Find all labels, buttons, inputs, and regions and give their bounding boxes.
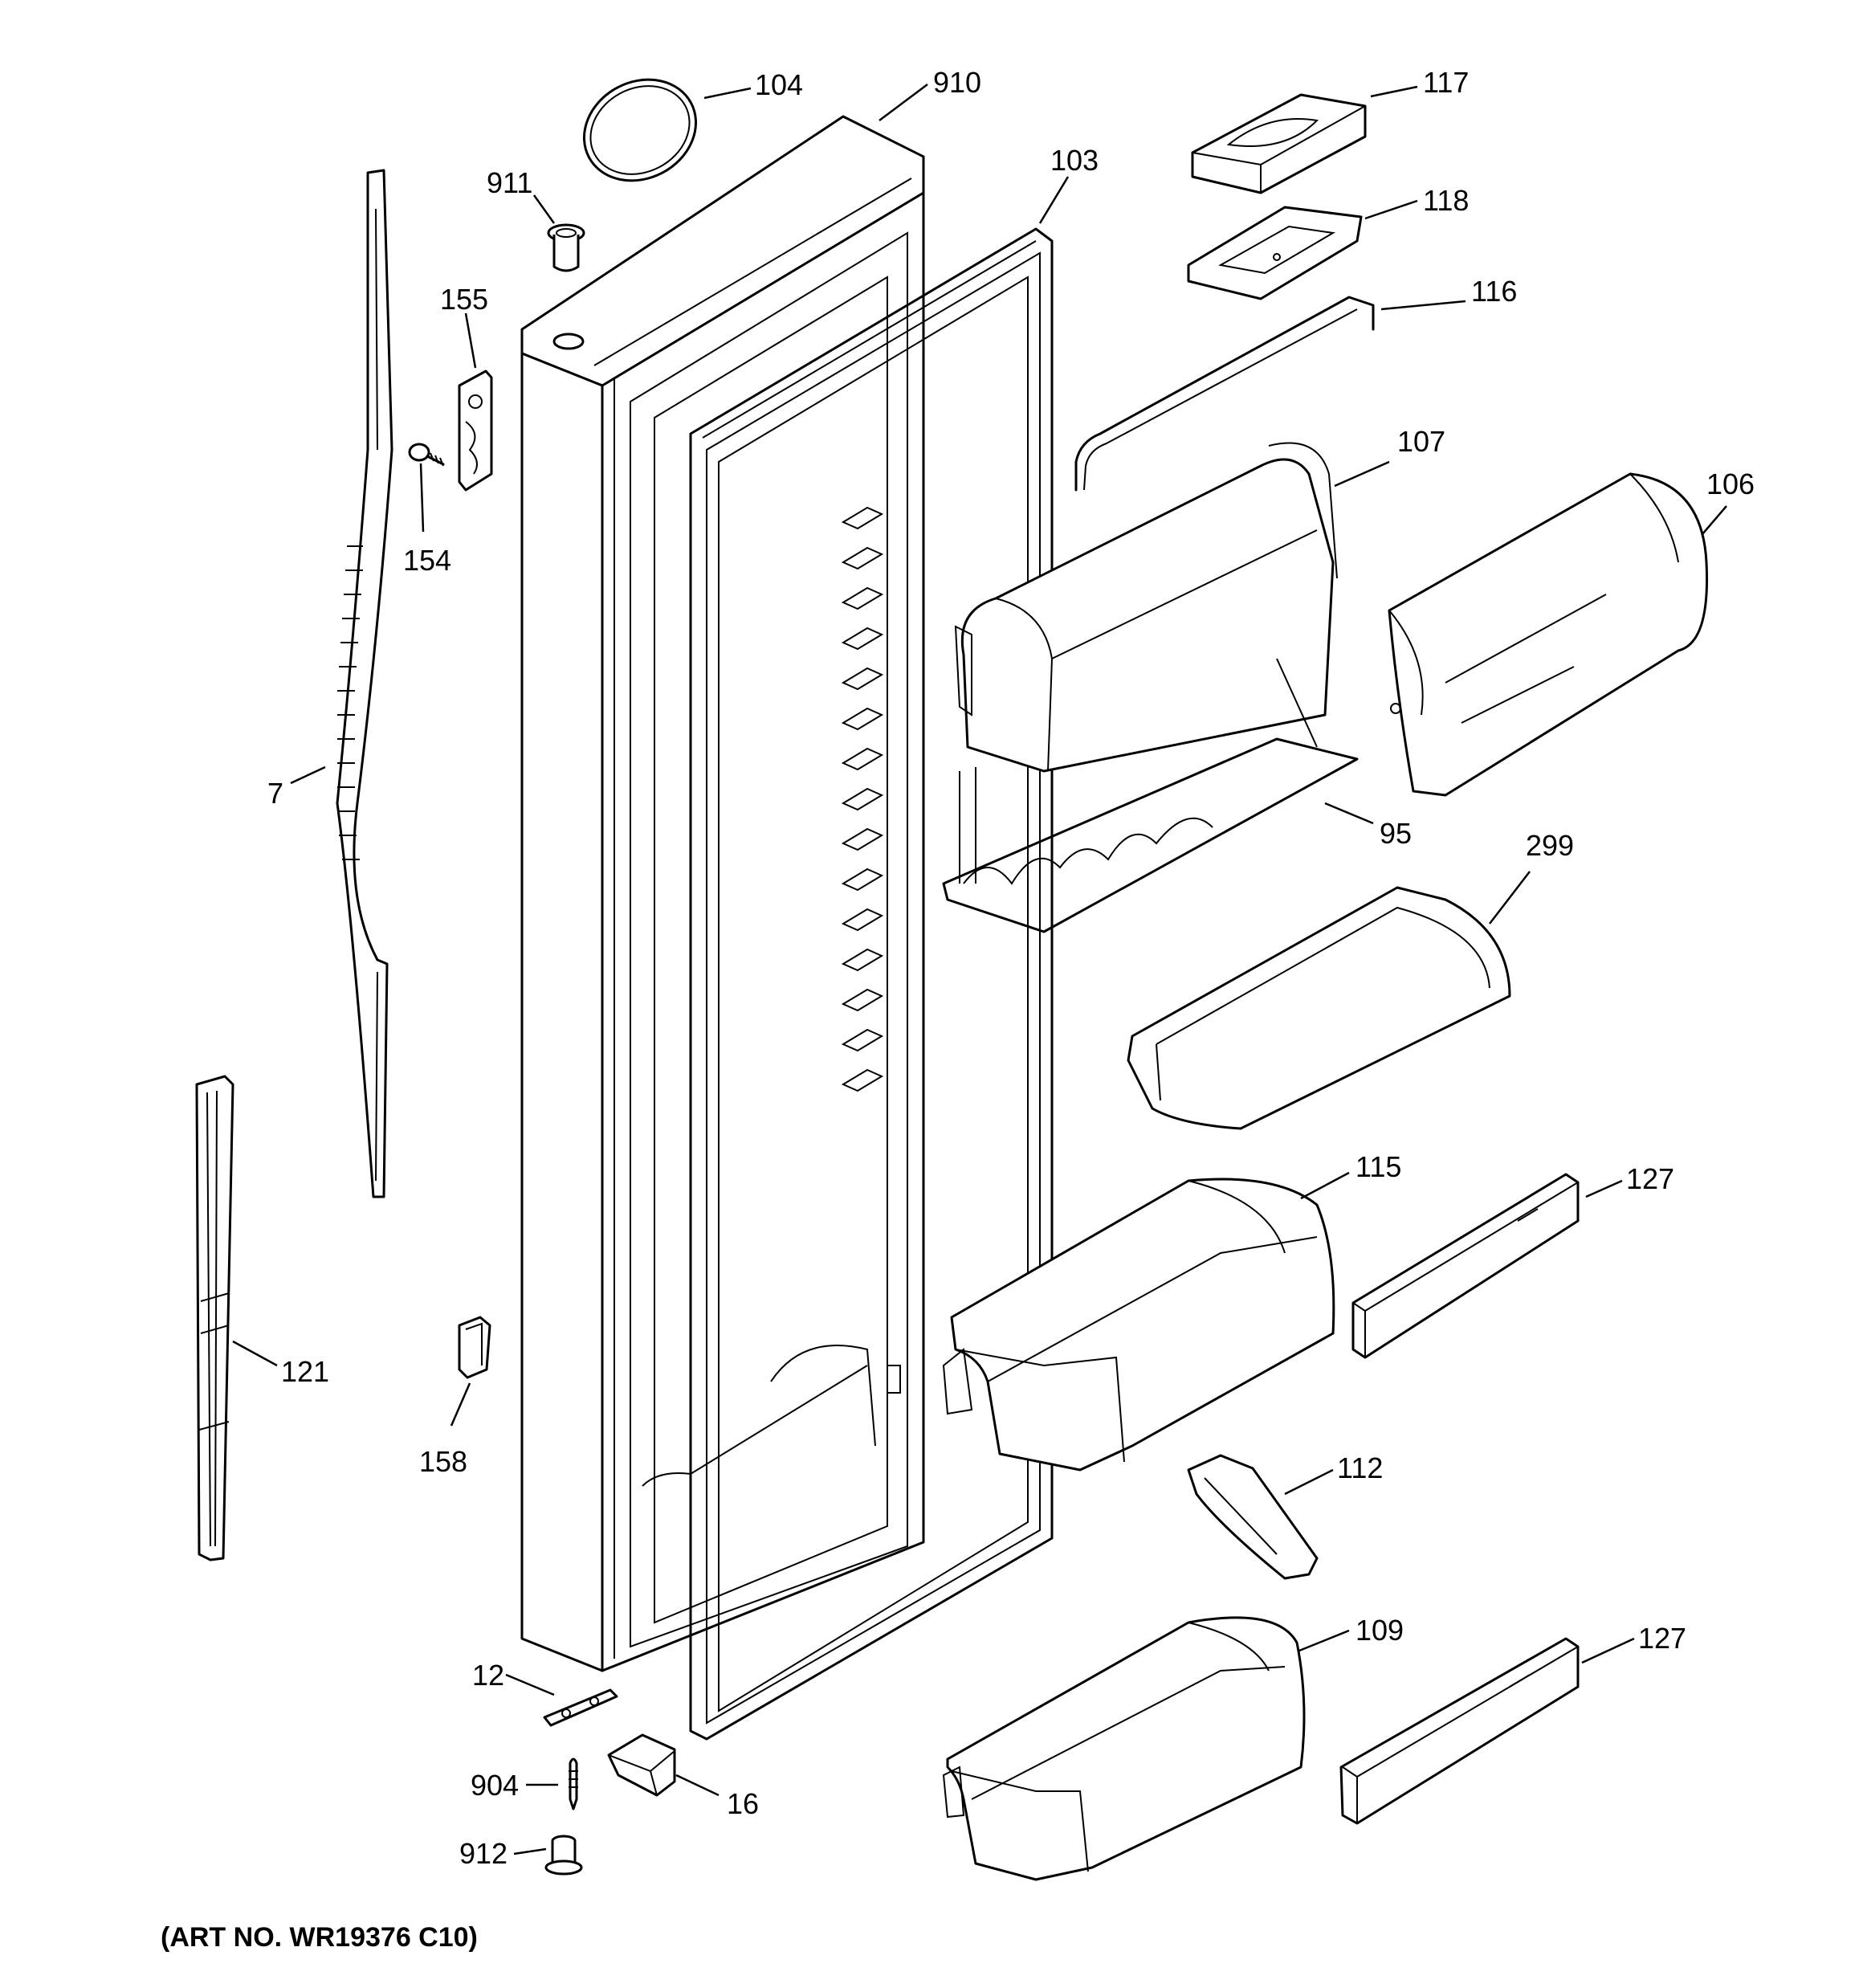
part-155-hinge — [458, 369, 493, 492]
label-154: 154 — [403, 544, 451, 577]
part-106-cover — [1388, 472, 1709, 797]
label-116: 116 — [1471, 275, 1517, 308]
label-112: 112 — [1337, 1451, 1383, 1484]
part-127-front-lower — [1339, 1637, 1580, 1825]
part-107-bin — [954, 442, 1338, 773]
label-16: 16 — [727, 1787, 759, 1820]
label-904: 904 — [471, 1769, 519, 1802]
label-121: 121 — [281, 1355, 329, 1388]
part-904-screw — [569, 1757, 578, 1810]
label-104: 104 — [755, 68, 803, 101]
door-liner-ribs — [770, 506, 901, 1447]
part-912-bushing — [544, 1835, 583, 1876]
label-155: 155 — [440, 283, 488, 316]
part-910-door-shell — [520, 115, 925, 1672]
label-103: 103 — [1050, 144, 1099, 177]
part-911-bushing — [547, 223, 585, 272]
label-158: 158 — [419, 1445, 467, 1478]
label-95: 95 — [1380, 817, 1412, 850]
label-127-upper: 127 — [1626, 1162, 1674, 1195]
part-7-handle — [336, 169, 393, 1198]
part-118-dairy-base — [1187, 206, 1363, 300]
art-number-caption: (ART NO. WR19376 C10) — [161, 1922, 478, 1953]
part-labels: 104 910 911 103 117 118 116 155 154 107 … — [267, 66, 1755, 1870]
label-106: 106 — [1706, 467, 1755, 500]
part-115-bin — [942, 1178, 1335, 1472]
label-115: 115 — [1355, 1150, 1401, 1183]
leader-lines — [232, 84, 1727, 1855]
part-299-tray — [1127, 886, 1511, 1130]
label-910: 910 — [933, 66, 981, 99]
label-7: 7 — [267, 777, 283, 810]
part-112-divider — [1187, 1454, 1319, 1580]
part-16-bottom-hinge — [607, 1733, 676, 1797]
part-95-wire-rack — [942, 658, 1359, 933]
label-117: 117 — [1423, 66, 1469, 99]
part-116-rail — [1074, 296, 1375, 492]
label-12: 12 — [472, 1659, 504, 1692]
label-911: 911 — [487, 166, 532, 199]
label-127-lower: 127 — [1638, 1622, 1686, 1655]
part-12-hinge-plate — [543, 1688, 618, 1727]
part-109-bin — [942, 1616, 1306, 1881]
part-158-clip — [458, 1316, 491, 1379]
part-117-cover — [1191, 93, 1367, 194]
part-103-door-gasket — [689, 227, 1054, 1741]
part-104-gasket — [582, 78, 698, 182]
label-109: 109 — [1355, 1614, 1404, 1647]
label-118: 118 — [1423, 184, 1469, 217]
part-154-screw — [408, 443, 445, 467]
part-121-trim — [195, 1075, 234, 1561]
label-299: 299 — [1526, 829, 1574, 862]
label-107: 107 — [1397, 425, 1445, 458]
part-127-front-upper — [1351, 1173, 1580, 1359]
label-912: 912 — [459, 1837, 508, 1870]
